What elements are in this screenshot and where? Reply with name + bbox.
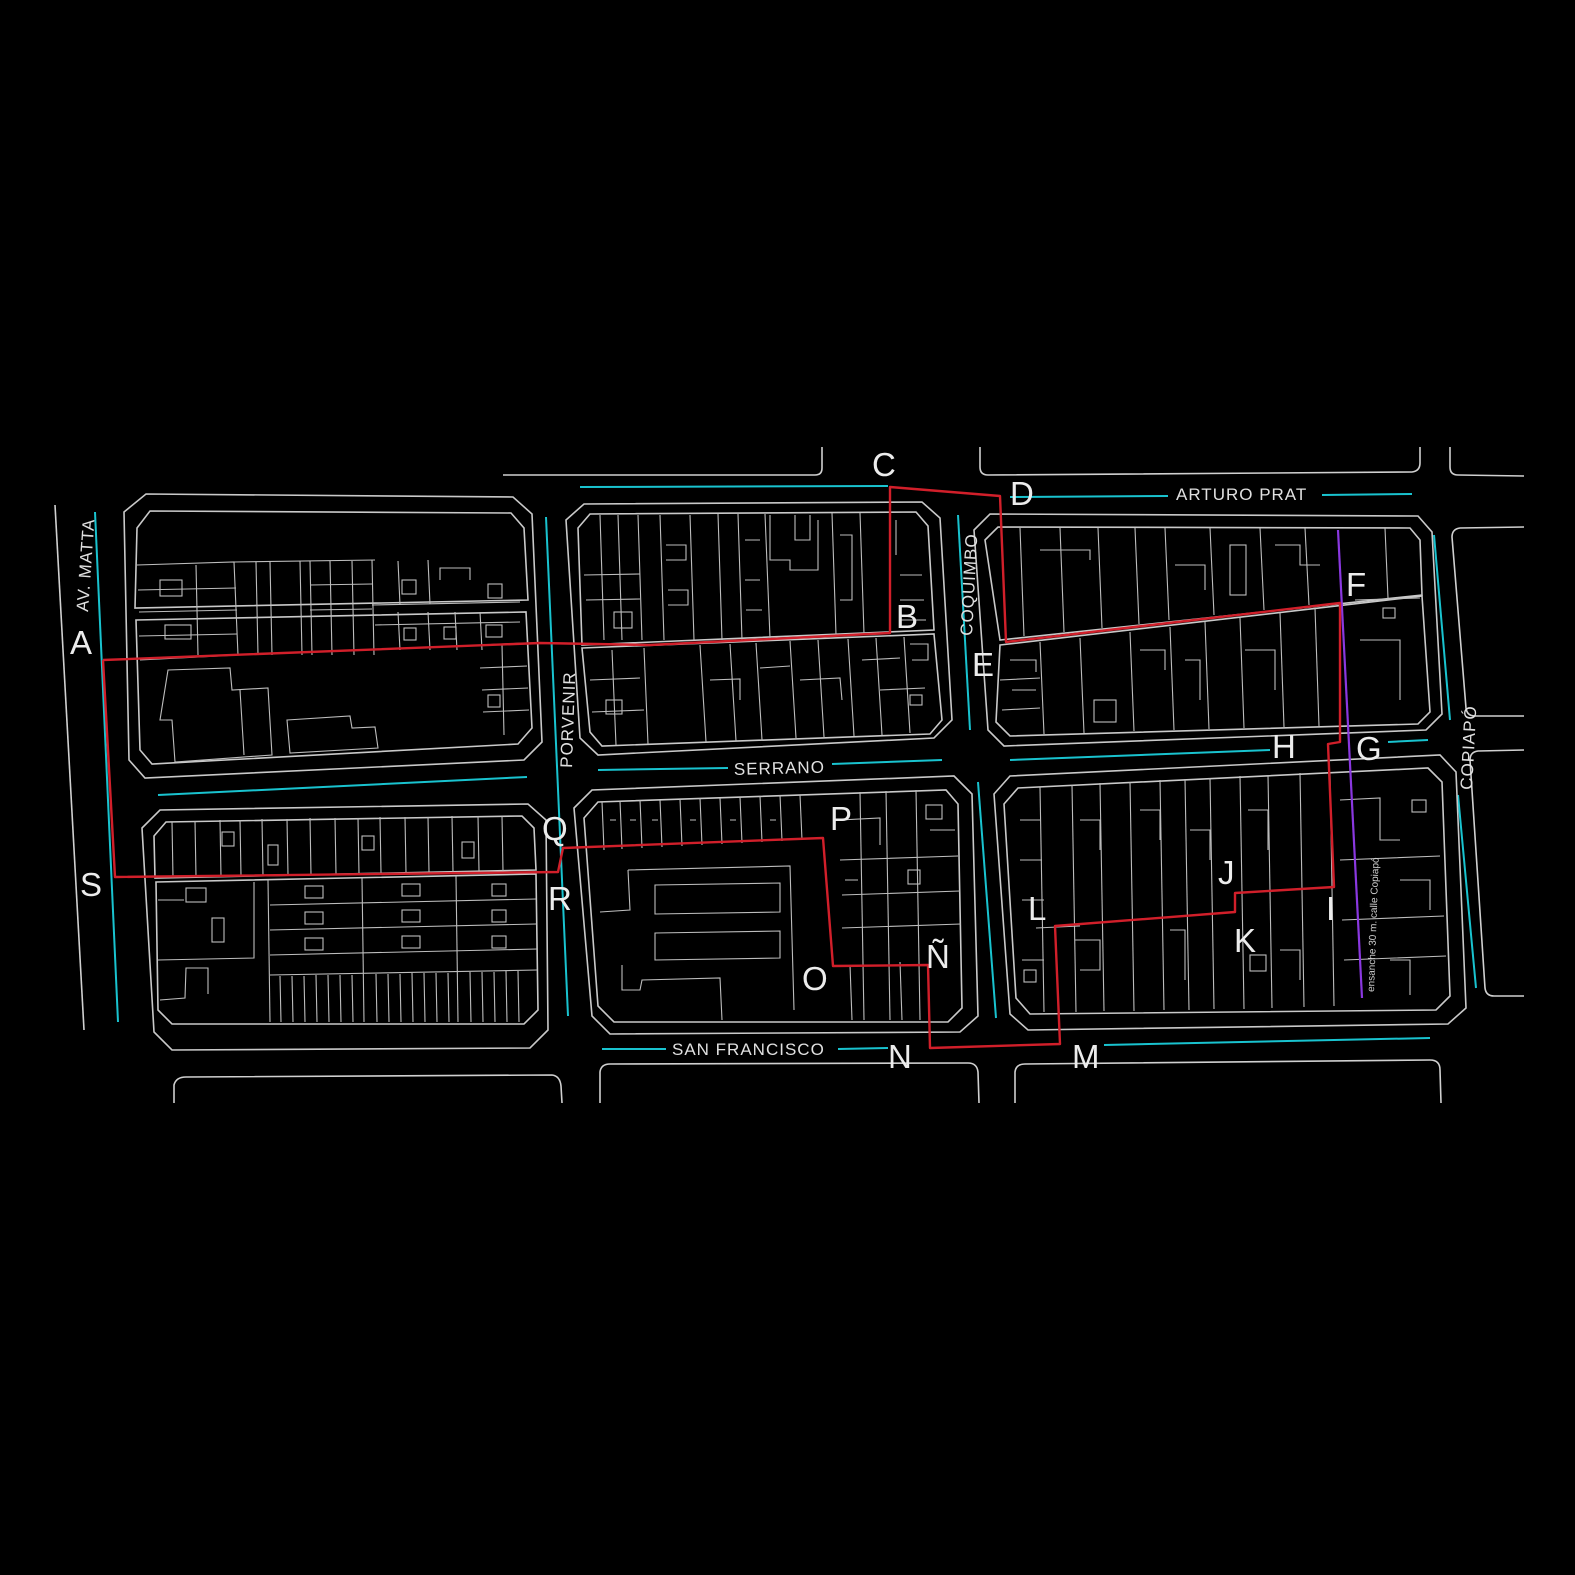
block-3 bbox=[973, 513, 1443, 747]
point-label-i: I bbox=[1326, 890, 1335, 927]
point-label-n-tilde: Ñ bbox=[926, 938, 950, 975]
point-label-d: D bbox=[1010, 475, 1034, 512]
point-label-p: P bbox=[830, 800, 852, 837]
point-label-h: H bbox=[1272, 728, 1296, 765]
block-2 bbox=[565, 501, 953, 756]
point-label-j: J bbox=[1218, 854, 1235, 891]
point-labels: A B C D E F G H I J K L M N Ñ O P Q R S bbox=[70, 446, 1382, 1075]
street-label-porvenir: PORVENIR bbox=[557, 671, 579, 768]
route-boundary bbox=[101, 485, 1342, 1050]
point-label-o: O bbox=[802, 960, 828, 997]
street-axes bbox=[94, 485, 1477, 1050]
point-label-r: R bbox=[548, 880, 572, 917]
street-label-arturo-prat: ARTURO PRAT bbox=[1176, 485, 1307, 504]
point-label-q: Q bbox=[542, 810, 568, 847]
block-1 bbox=[123, 493, 543, 779]
point-label-m: M bbox=[1072, 1038, 1100, 1075]
widening-note: ensanche 30 m. calle Copiapó bbox=[1366, 857, 1382, 992]
street-labels: AV. MATTA PORVENIR COQUIMBO COPIAPÓ ARTU… bbox=[73, 485, 1480, 1059]
point-label-b: B bbox=[896, 598, 918, 635]
street-label-av-matta: AV. MATTA bbox=[73, 518, 98, 612]
block-6 bbox=[993, 754, 1467, 1031]
block-4 bbox=[141, 803, 549, 1051]
street-label-copiapo: COPIAPÓ bbox=[1457, 705, 1480, 790]
point-label-a: A bbox=[70, 624, 92, 661]
street-label-serrano: SERRANO bbox=[734, 758, 826, 779]
route-north-west bbox=[101, 485, 1342, 1050]
point-label-l: L bbox=[1028, 890, 1046, 927]
block-5 bbox=[573, 775, 979, 1035]
point-label-e: E bbox=[972, 646, 994, 683]
point-label-c: C bbox=[872, 446, 896, 483]
street-label-coquimbo: COQUIMBO bbox=[957, 533, 981, 636]
copiapo-widening-line bbox=[1336, 529, 1364, 999]
point-label-k: K bbox=[1234, 922, 1256, 959]
point-label-g: G bbox=[1356, 730, 1382, 767]
street-label-san-francisco: SAN FRANCISCO bbox=[672, 1040, 825, 1059]
point-label-n: N bbox=[888, 1038, 912, 1075]
point-label-s: S bbox=[80, 866, 102, 903]
point-label-f: F bbox=[1346, 566, 1366, 603]
street-curbs bbox=[54, 447, 1525, 1104]
